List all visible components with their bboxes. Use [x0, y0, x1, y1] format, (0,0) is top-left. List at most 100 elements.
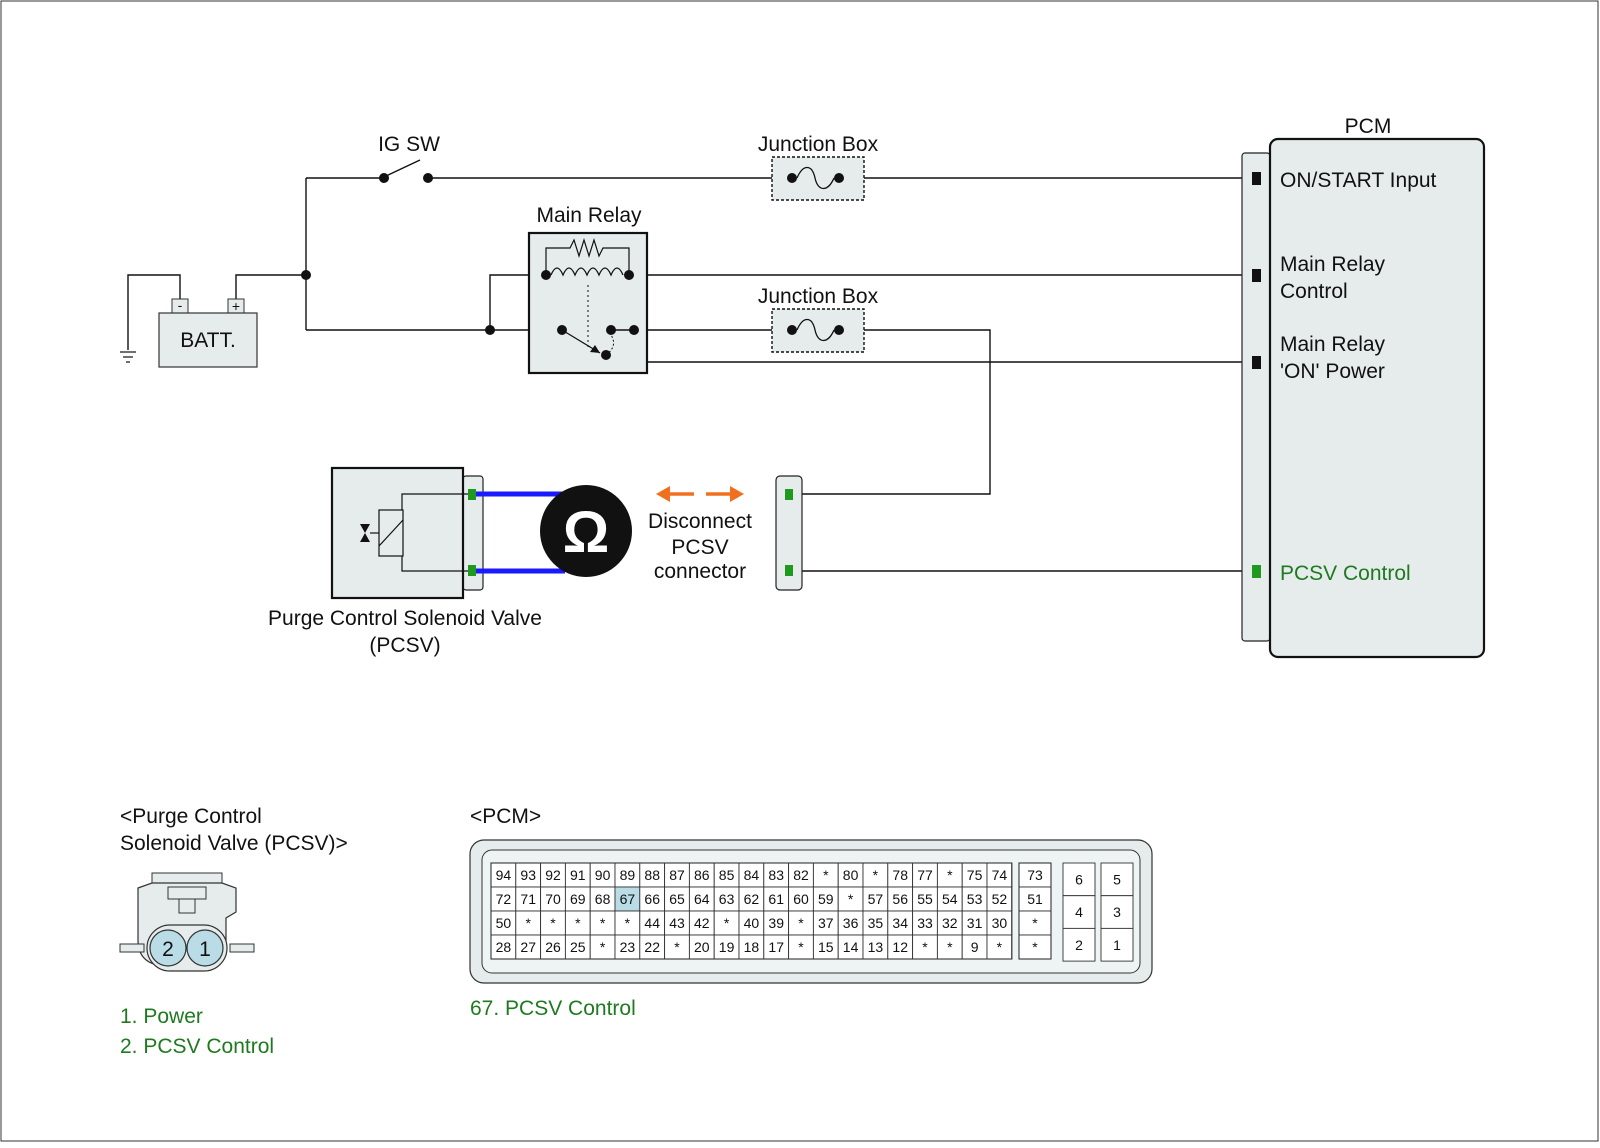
junction-box-2: Junction Box: [758, 285, 879, 353]
pcm-pin: [515, 886, 542, 912]
disconnect-arrows-icon: [656, 486, 744, 502]
pcsv-legend-2: 2. PCSV Control: [120, 1035, 274, 1058]
pcm-pin-label: *: [1032, 939, 1038, 955]
main-relay: Main Relay: [527, 204, 649, 375]
pcm-pin: [1018, 886, 1052, 912]
pcm-pin: [664, 934, 690, 960]
pcm-pin: [961, 934, 988, 960]
batt-label: BATT.: [180, 329, 236, 352]
pcm-pin-label: *: [724, 915, 730, 931]
pcm-pin-label: 55: [917, 891, 933, 907]
relay-coil-icon: [550, 267, 624, 277]
ig-switch: IG SW: [378, 133, 440, 183]
ig-sw-label: IG SW: [378, 133, 440, 156]
pcm-pin-label: 13: [868, 939, 884, 955]
pcm-pin-label: *: [550, 915, 556, 931]
relay-on-power-wire: [633, 330, 1252, 363]
pcm-pin-label: 70: [545, 891, 561, 907]
pcm-pin-label: 93: [520, 867, 536, 883]
pcm-pin: [589, 886, 616, 912]
ohmmeter-symbol: Ω: [563, 500, 610, 565]
pcm-pin-label: *: [1032, 915, 1038, 931]
pcm-pin: [688, 886, 715, 912]
pcm-pin: [490, 934, 517, 960]
pcm-pin-label: 35: [868, 915, 884, 931]
pcm-connector-title: <PCM>: [470, 805, 541, 828]
pcm-pin-label: 65: [669, 891, 685, 907]
pcm-pin-label: 82: [793, 867, 809, 883]
pcm-pin-label: 94: [496, 867, 512, 883]
pcm-pin-label: 19: [719, 939, 735, 955]
pcm-pin-on-start: [1252, 172, 1261, 185]
pcm-pin-label: *: [947, 867, 953, 883]
pcm-pin: [639, 934, 666, 960]
pcm-pin-label: 37: [818, 915, 834, 931]
pcm-pin-label: 84: [744, 867, 760, 883]
pcsv-pin-2: [149, 929, 187, 967]
pcm-pin-label: 62: [744, 891, 760, 907]
pcm-pin: [862, 886, 889, 912]
pcm-pin-label: 77: [917, 867, 933, 883]
pcm-pin-label: 36: [843, 915, 859, 931]
pcm-pin-label: 31: [967, 915, 983, 931]
pcm-pin-label: 2: [1075, 937, 1083, 953]
pcm-pin-label: 53: [967, 891, 983, 907]
pcm-pin-label: 87: [669, 867, 685, 883]
pcm-on-start-label: ON/START Input: [1280, 169, 1437, 192]
pcm-pin-label: 39: [768, 915, 784, 931]
pcsv-legend-1: 1. Power: [120, 1005, 203, 1028]
pcm-pin-label: 72: [496, 891, 512, 907]
coil-feed-wire: [489, 274, 546, 330]
pcm-pin-label: 86: [694, 867, 710, 883]
pcm-pin-label: 3: [1113, 904, 1121, 920]
pcm-relay-control-label-1: Main Relay: [1280, 253, 1386, 276]
pcm-pin-label: *: [575, 915, 581, 931]
pcm-pin-label: 4: [1075, 904, 1083, 920]
pcm-pin: [936, 886, 963, 912]
pcm-pin-label: 25: [570, 939, 586, 955]
pcm-pin: [837, 886, 864, 912]
pcm-pin-label: 40: [744, 915, 760, 931]
pcm-pin: [1062, 927, 1096, 962]
pcm-pin-label: 54: [942, 891, 958, 907]
pcm-pin-relay-on: [1252, 356, 1261, 369]
main-relay-label: Main Relay: [536, 204, 642, 227]
pcm-pin-label: *: [798, 939, 804, 955]
pcm-pin: [1062, 895, 1096, 929]
pcsv-connector-title-1: <Purge Control: [120, 805, 262, 828]
pcm-pin: [564, 910, 591, 936]
battery: - + BATT.: [158, 297, 258, 368]
relay-resistor-icon: [545, 237, 630, 275]
pcm-pin-label: 17: [768, 939, 784, 955]
pcm-pin: [1062, 862, 1096, 897]
pcm-module: PCM ON/START Input Main Relay Control Ma…: [1241, 115, 1486, 659]
pcm-pin-label: 43: [669, 915, 685, 931]
pcsv-connector-title-2: Solenoid Valve (PCSV)>: [120, 832, 348, 855]
pcm-pin-label: *: [674, 939, 680, 955]
pcm-pin-label: 83: [768, 867, 784, 883]
pcm-pin-label: 69: [570, 891, 586, 907]
pcm-pin-label: *: [525, 915, 531, 931]
pcm-body: [1268, 137, 1486, 659]
pcm-pin-label: 9: [971, 939, 979, 955]
pcm-pin-label: 80: [843, 867, 859, 883]
pcm-pin-label: 26: [545, 939, 561, 955]
relay-feed-junction-dot: [485, 325, 495, 335]
pcm-pin-label: 61: [768, 891, 784, 907]
pcsv-pin-2-label: 2: [162, 938, 174, 961]
pcm-pin-label: 1: [1113, 937, 1121, 953]
pcm-pcsv-control-label: PCSV Control: [1280, 562, 1411, 585]
pcm-relay-control-label-2: Control: [1280, 280, 1348, 303]
pcm-pin-label: 67: [620, 891, 636, 907]
pcsv-pin-1-label: 1: [199, 938, 211, 961]
pcm-pin-label: 15: [818, 939, 834, 955]
pcm-pin-label: 64: [694, 891, 710, 907]
pcm-grid-block-a: [490, 862, 1013, 960]
pcsv-component: [330, 466, 484, 600]
pcm-pin-label: *: [947, 939, 953, 955]
pcm-pin: [763, 886, 790, 912]
pcm-relay-on-label-2: 'ON' Power: [1280, 360, 1385, 383]
